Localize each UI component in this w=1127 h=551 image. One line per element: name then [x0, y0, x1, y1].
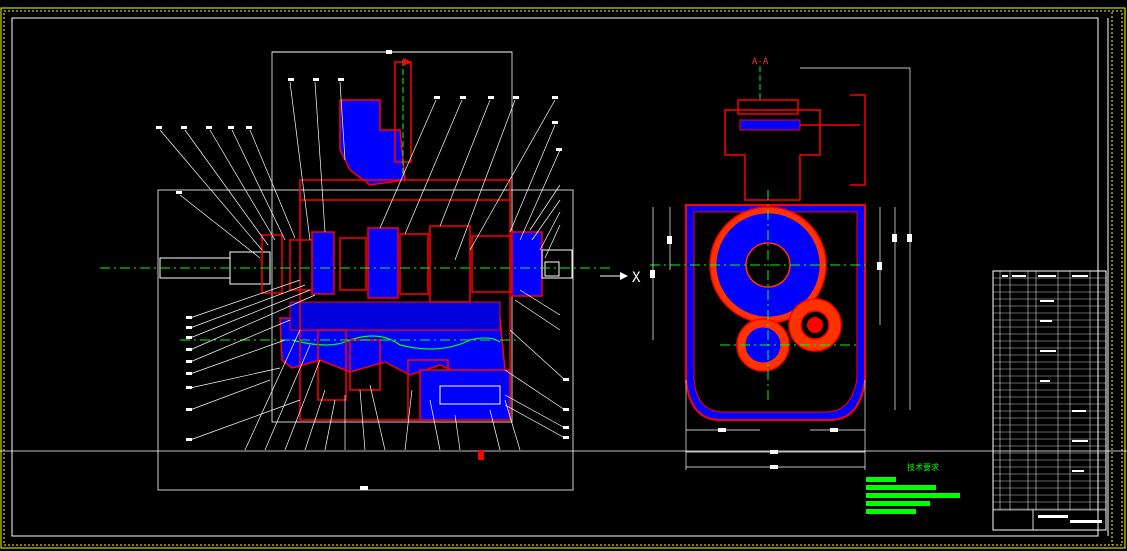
side-view: A-A	[650, 57, 912, 470]
notes-title: 技术要求	[907, 462, 939, 472]
section-x-label: X	[632, 270, 641, 286]
main-section-view: X	[100, 50, 641, 491]
technical-notes: 技术要求	[866, 462, 960, 514]
title-block	[992, 270, 1107, 531]
lower-shaft-gears	[317, 329, 511, 460]
upper-shaft-gears	[159, 225, 573, 303]
section-aa-label: A-A	[752, 57, 769, 67]
sheet-border	[0, 7, 1127, 549]
